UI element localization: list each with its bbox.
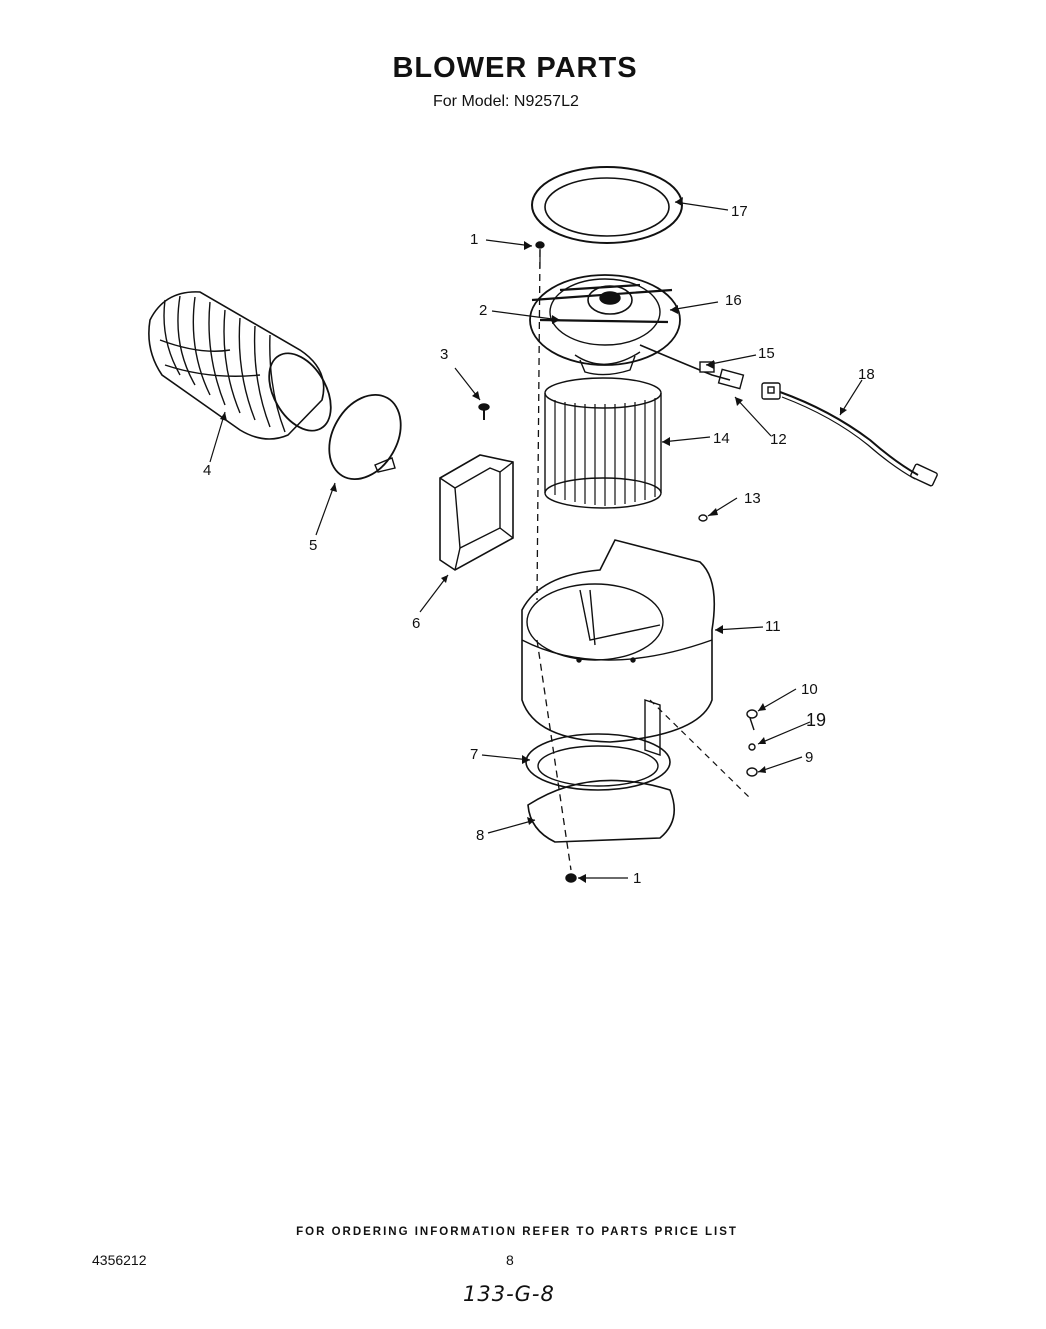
callout-4: 4	[203, 462, 211, 479]
callout-7: 7	[470, 746, 478, 763]
model-subtitle: For Model: N9257L2	[433, 93, 579, 110]
callout-5: 5	[309, 537, 317, 554]
callout-8: 8	[476, 827, 484, 844]
leader-arrowheads	[220, 197, 847, 883]
callout-1-bottom: 1	[633, 870, 641, 887]
callout-6: 6	[412, 615, 420, 632]
callout-9: 9	[805, 749, 813, 766]
callout-18: 18	[858, 366, 875, 383]
part-6-adapter-frame	[439, 454, 514, 571]
callout-labels: 17 1 16 2 15 18 3 14 12 4 13 5 6 11 10 1…	[203, 203, 875, 887]
alignment-dashed-line	[536, 249, 572, 871]
page-number: 8	[506, 1252, 514, 1268]
callout-11: 11	[765, 618, 781, 635]
callout-2: 2	[479, 302, 487, 319]
part-3-screw	[478, 403, 490, 420]
part-16-motor	[529, 274, 681, 376]
ordering-info-note: FOR ORDERING INFORMATION REFER TO PARTS …	[296, 1226, 738, 1238]
part-1-screw-bottom	[565, 873, 577, 883]
part-17-gasket-ring	[531, 166, 683, 244]
callout-12: 12	[770, 431, 787, 448]
callout-17: 17	[731, 203, 748, 220]
callout-15: 15	[758, 345, 775, 362]
part-14-blower-wheel	[544, 377, 662, 509]
callout-13: 13	[744, 490, 761, 507]
part-4-flexible-duct	[148, 291, 332, 440]
callout-16: 16	[725, 292, 742, 309]
part-5-clamp	[328, 393, 402, 481]
document-number: 4356212	[92, 1252, 147, 1268]
callout-14: 14	[713, 430, 730, 447]
parts-10-19-9-fasteners	[746, 709, 758, 777]
callout-3: 3	[440, 346, 448, 363]
part-18-wire-harness	[761, 382, 938, 487]
part-13-set-screw	[698, 514, 708, 522]
part-11-blower-housing	[521, 539, 716, 756]
callout-10: 10	[801, 681, 818, 698]
callout-1-top: 1	[470, 231, 478, 248]
part-8-base-plate	[527, 779, 676, 843]
callout-19: 19	[806, 710, 826, 730]
page-title: BLOWER PARTS	[392, 52, 638, 84]
part-15-wire-connector	[639, 344, 745, 390]
handwritten-code: 133-G-8	[463, 1282, 555, 1306]
